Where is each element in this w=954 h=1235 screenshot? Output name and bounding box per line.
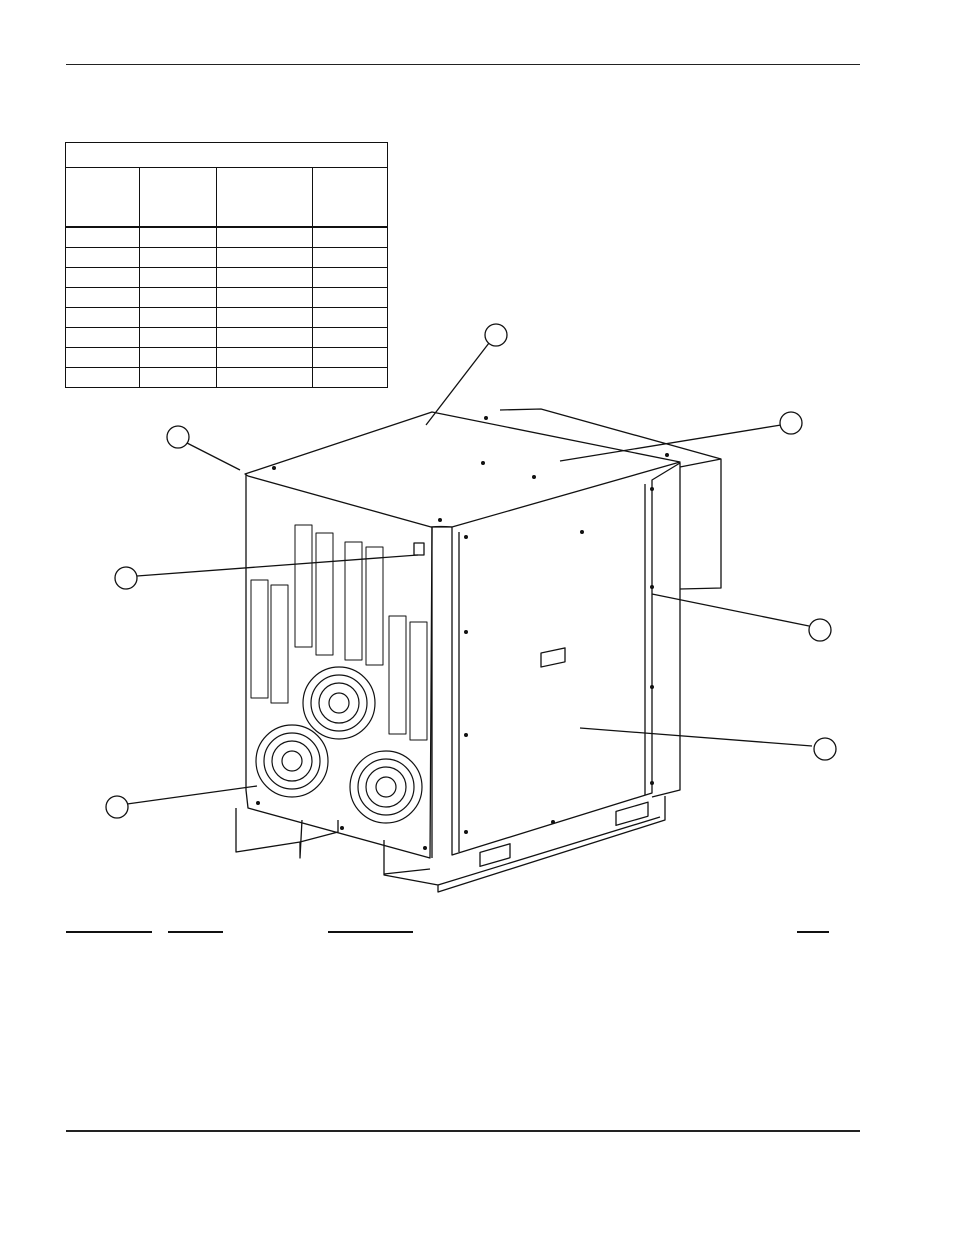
table-title — [65, 142, 388, 168]
louvers — [250, 524, 428, 741]
callout-circle — [166, 425, 190, 449]
fan-left — [255, 724, 329, 798]
parts-header-underline — [328, 931, 413, 933]
parts-header-underline — [66, 931, 152, 933]
table-row — [65, 287, 388, 308]
connector — [413, 542, 425, 556]
leader-lines — [126, 342, 813, 805]
rear-enclosure — [499, 408, 722, 590]
screws — [256, 416, 669, 850]
callout-circle — [779, 411, 803, 435]
parts-header-underline — [797, 931, 829, 933]
footer-rule — [66, 1130, 860, 1132]
callout-circles — [105, 323, 837, 819]
callout-circle — [484, 323, 508, 347]
table-header — [139, 167, 217, 228]
front-panel — [245, 475, 433, 859]
table-cell — [312, 367, 388, 388]
table-row — [65, 367, 388, 388]
table-header — [312, 167, 388, 228]
callout-circle — [105, 795, 129, 819]
side-handle — [540, 647, 566, 668]
callout-circle — [813, 737, 837, 761]
callout-circle — [114, 566, 138, 590]
table-row — [65, 327, 388, 348]
header-rule — [66, 64, 860, 65]
callout-circle — [808, 618, 832, 642]
fan-right — [349, 750, 423, 824]
fan-top — [302, 666, 376, 740]
parts-header-underline — [168, 931, 223, 933]
base-frame — [235, 796, 666, 893]
spec-table — [65, 142, 388, 388]
side-panel — [451, 462, 681, 856]
